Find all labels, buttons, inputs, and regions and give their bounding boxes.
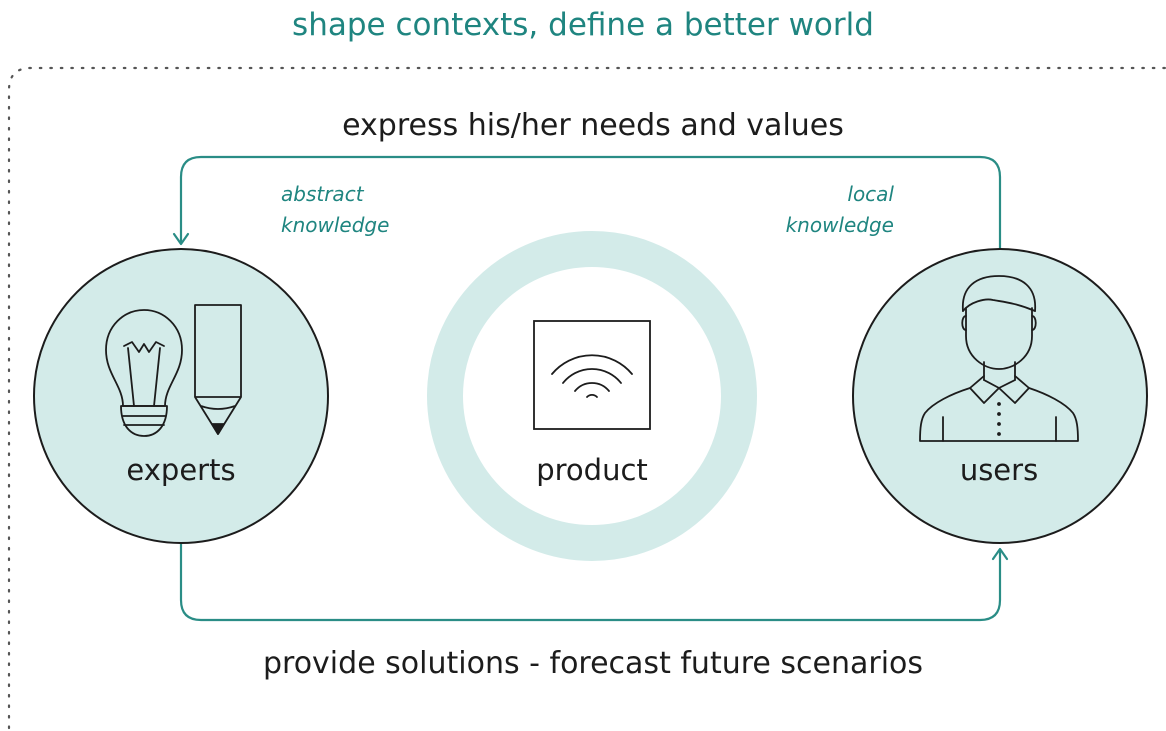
wireless-device-icon xyxy=(533,320,651,430)
lightbulb-icon xyxy=(105,309,183,437)
person-icon xyxy=(919,275,1079,442)
needs-flow-arrow xyxy=(179,155,1002,248)
users-label: users xyxy=(959,453,1039,487)
experts-label: experts xyxy=(126,453,236,487)
context-boundary xyxy=(7,66,1166,730)
needs-values-label: express his/her needs and values xyxy=(342,108,844,143)
solutions-arrowhead-icon xyxy=(991,547,1009,561)
solutions-label: provide solutions - forecast future scen… xyxy=(262,646,924,681)
shirt-buttons xyxy=(997,402,1001,436)
needs-arrowhead-icon xyxy=(172,232,190,246)
abstract-knowledge-label: abstract knowledge xyxy=(281,182,390,237)
users-circle xyxy=(852,248,1148,544)
solutions-flow-arrow xyxy=(179,544,1002,622)
local-knowledge-label: local knowledge xyxy=(785,182,894,237)
product-label: product xyxy=(536,453,648,487)
experts-circle xyxy=(33,248,329,544)
pencil-icon xyxy=(194,304,242,435)
product-ring xyxy=(427,231,757,561)
diagram-headline: shape contexts, define a better world xyxy=(292,7,874,43)
